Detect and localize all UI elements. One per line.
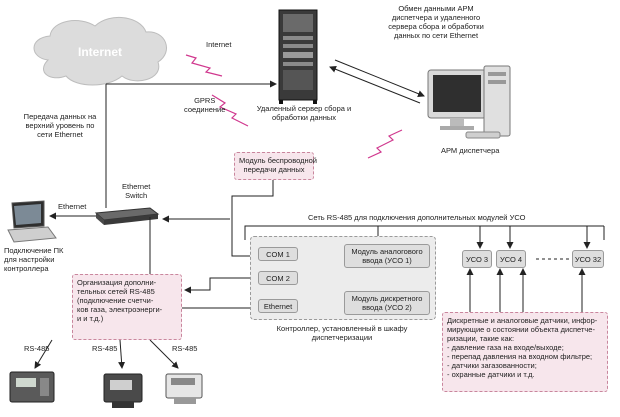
internet-label: Internet xyxy=(78,45,123,59)
meter-icon-1 xyxy=(9,371,55,403)
uso3-module: УСО 3 xyxy=(462,250,492,268)
switch-label: Ethernet Switch xyxy=(122,182,151,200)
workstation-caption: АРМ диспетчера xyxy=(441,146,500,155)
com2-port: COM 2 xyxy=(258,271,298,285)
sensor-item: - давление газа на входе/выходе; xyxy=(447,343,564,352)
com1-port: COM 1 xyxy=(258,247,298,261)
server-rack-icon xyxy=(278,9,318,104)
server-caption: Удаленный сервер сбора и обработки данны… xyxy=(256,104,352,122)
rs485-net-label: Сеть RS-485 для подключения дополнительн… xyxy=(308,213,526,222)
ethernet-port: Ethernet xyxy=(258,299,298,313)
analog-input-module: Модуль аналогового ввода (УСО 1) xyxy=(344,244,430,268)
internet-link-label: Internet xyxy=(206,40,232,49)
workstation-icon xyxy=(427,65,511,139)
internet-cloud xyxy=(33,16,168,86)
laptop-icon xyxy=(7,200,57,243)
rs485-label-2: RS-485 xyxy=(92,344,118,353)
discrete-input-module: Модуль дискретного ввода (УСО 2) xyxy=(344,291,430,315)
rs485-label-1: RS-485 xyxy=(24,344,50,353)
sensor-item: - датчики загазованности; xyxy=(447,361,537,370)
sensors-intro: Дискретные и аналоговые датчики, инфор- … xyxy=(447,316,598,343)
meter-icon-2 xyxy=(103,373,143,408)
sensor-item: - охранные датчики и т.д. xyxy=(447,370,535,379)
sensor-item: - перепад давления на входном фильтре; xyxy=(447,352,593,361)
wireless-module-box: Модуль беспроводной передачи данных xyxy=(234,152,317,180)
uso32-module: УСО 32 xyxy=(572,250,604,268)
laptop-caption: Подключение ПК для настройки контроллера xyxy=(4,246,64,273)
exchange-note: Обмен данными АРМ диспетчера и удаленног… xyxy=(388,4,484,40)
wireless-links xyxy=(185,54,403,159)
meter-icon-3 xyxy=(165,373,203,404)
controller-caption: Контроллер, установленный в шкафу диспет… xyxy=(276,324,408,342)
upper-level-note: Передача данных на верхний уровень по се… xyxy=(23,112,97,139)
switch-icon xyxy=(94,207,160,225)
sensors-box: Дискретные и аналоговые датчики, инфор- … xyxy=(442,312,608,392)
rs485-label-3: RS-485 xyxy=(172,344,198,353)
uso4-module: УСО 4 xyxy=(496,250,526,268)
gprs-label: GPRS соединение xyxy=(184,96,226,114)
laptop-link-label: Ethernet xyxy=(58,202,87,211)
rs485-org-box: Организация дополни- тельных сетей RS-48… xyxy=(72,274,182,340)
